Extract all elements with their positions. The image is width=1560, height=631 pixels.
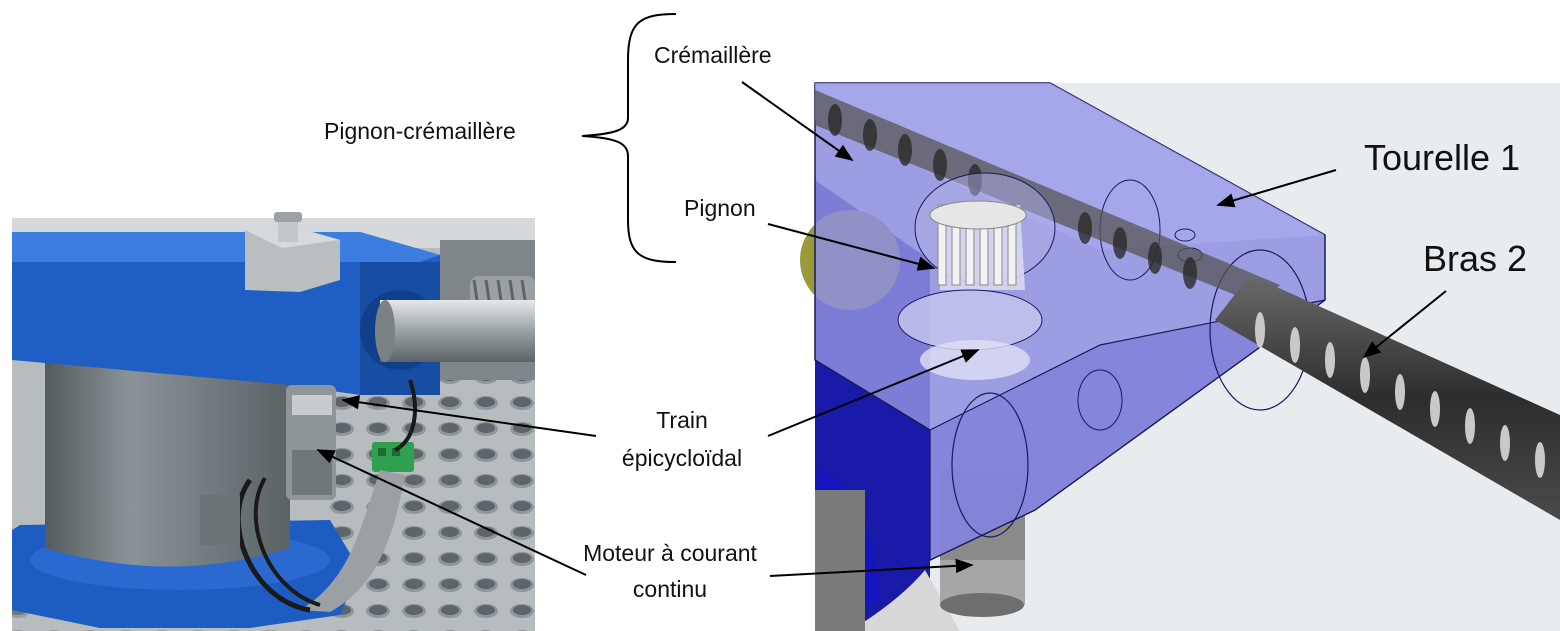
grey-motor-housing: [45, 360, 290, 567]
arrow-pignon: [767, 223, 936, 271]
cad-pinion: [897, 172, 1056, 380]
arrow-bras-2: [1362, 290, 1447, 359]
label-train-line1: Train: [656, 407, 708, 433]
arrow-tourelle-1: [1216, 169, 1337, 208]
cad-arm: [1215, 275, 1560, 520]
aluminum-clamp: [245, 212, 340, 292]
label-cremaillere: Crémaillère: [654, 42, 772, 68]
arrow-cremaillere: [741, 81, 854, 162]
label-pignon-cremaillere: Pignon-crémaillère: [324, 118, 516, 144]
label-bras-2: Bras 2: [1423, 238, 1527, 279]
ribbon-cable: [300, 470, 405, 612]
small-dc-motor-photo: [286, 385, 336, 500]
curly-brace: [581, 13, 677, 263]
arrow-moteur-photo: [316, 449, 587, 576]
label-pignon: Pignon: [684, 195, 756, 221]
label-moteur-line1: Moteur à courant: [583, 540, 757, 566]
label-moteur-line2: continu: [633, 576, 707, 602]
photo-panel: [12, 212, 535, 631]
label-train-line2: épicycloïdal: [622, 445, 742, 471]
cad-panel: [800, 82, 1560, 631]
annotations: Pignon-crémaillère Crémaillère Pignon To…: [316, 13, 1527, 602]
arrow-train-cad: [767, 349, 980, 437]
green-connector: [372, 442, 414, 472]
arrow-train-photo: [341, 395, 597, 437]
steel-rod: [375, 300, 535, 362]
label-tourelle-1: Tourelle 1: [1364, 137, 1520, 178]
arrow-moteur-cad: [769, 558, 974, 577]
